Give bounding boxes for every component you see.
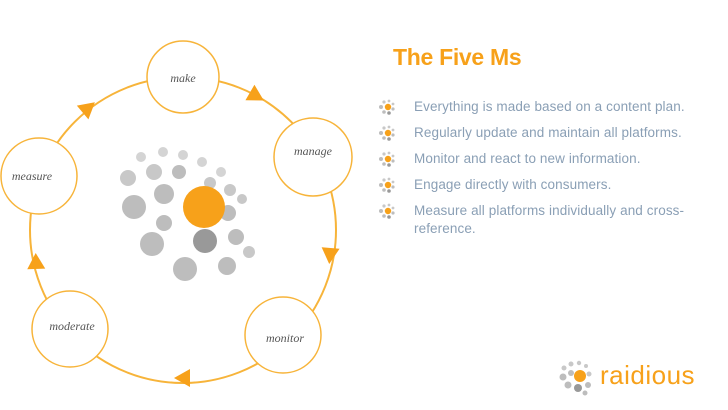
bullet-text: Regularly update and maintain all platfo… <box>414 125 682 140</box>
brand-name: raidious <box>600 360 696 390</box>
node-label-make: make <box>170 71 196 85</box>
node-label-measure: measure <box>12 169 53 183</box>
radial-dots-bullet-icon <box>379 99 395 115</box>
bullet-item: Regularly update and maintain all platfo… <box>378 124 708 142</box>
node-label-moderate: moderate <box>49 319 95 333</box>
arrow-monitor-to-moderate <box>174 369 190 387</box>
bullet-list: Everything is made based on a content pl… <box>378 98 708 246</box>
bullet-item: Everything is made based on a content pl… <box>378 98 708 116</box>
cycle-node-make: make <box>146 40 220 114</box>
radial-dots-graphic <box>120 147 255 281</box>
center-orange-dot <box>183 186 225 228</box>
bullet-text: Everything is made based on a content pl… <box>414 99 685 114</box>
node-label-manage: manage <box>294 144 333 158</box>
bullet-item: Engage directly with consumers. <box>378 176 708 194</box>
cycle-node-moderate: moderate <box>31 290 109 368</box>
radial-dots-logo-icon <box>559 360 592 396</box>
bullet-item: Measure all platforms individually and c… <box>378 202 708 238</box>
radial-dots-bullet-icon <box>379 203 395 219</box>
cycle-node-manage: manage <box>273 117 353 197</box>
arrow-manage-to-monitor <box>321 247 340 264</box>
brand-logo: raidious <box>558 358 708 398</box>
node-label-monitor: monitor <box>266 331 304 345</box>
arrow-moderate-to-measure <box>27 253 46 270</box>
cycle-arrows <box>27 84 340 387</box>
arrow-make-to-manage <box>245 84 264 101</box>
radial-dots-bullet-icon <box>379 177 395 193</box>
cycle-node-monitor: monitor <box>244 296 322 374</box>
page-title: The Five Ms <box>393 44 522 70</box>
cycle-node-measure: measure <box>0 137 78 215</box>
bullet-text: Measure all platforms individually and c… <box>414 203 685 236</box>
bullet-text: Engage directly with consumers. <box>414 177 612 192</box>
bullet-item: Monitor and react to new information. <box>378 150 708 168</box>
bullet-text: Monitor and react to new information. <box>414 151 641 166</box>
arrow-measure-to-make <box>76 102 95 120</box>
radial-dots-bullet-icon <box>379 125 395 141</box>
radial-dots-bullet-icon <box>379 151 395 167</box>
